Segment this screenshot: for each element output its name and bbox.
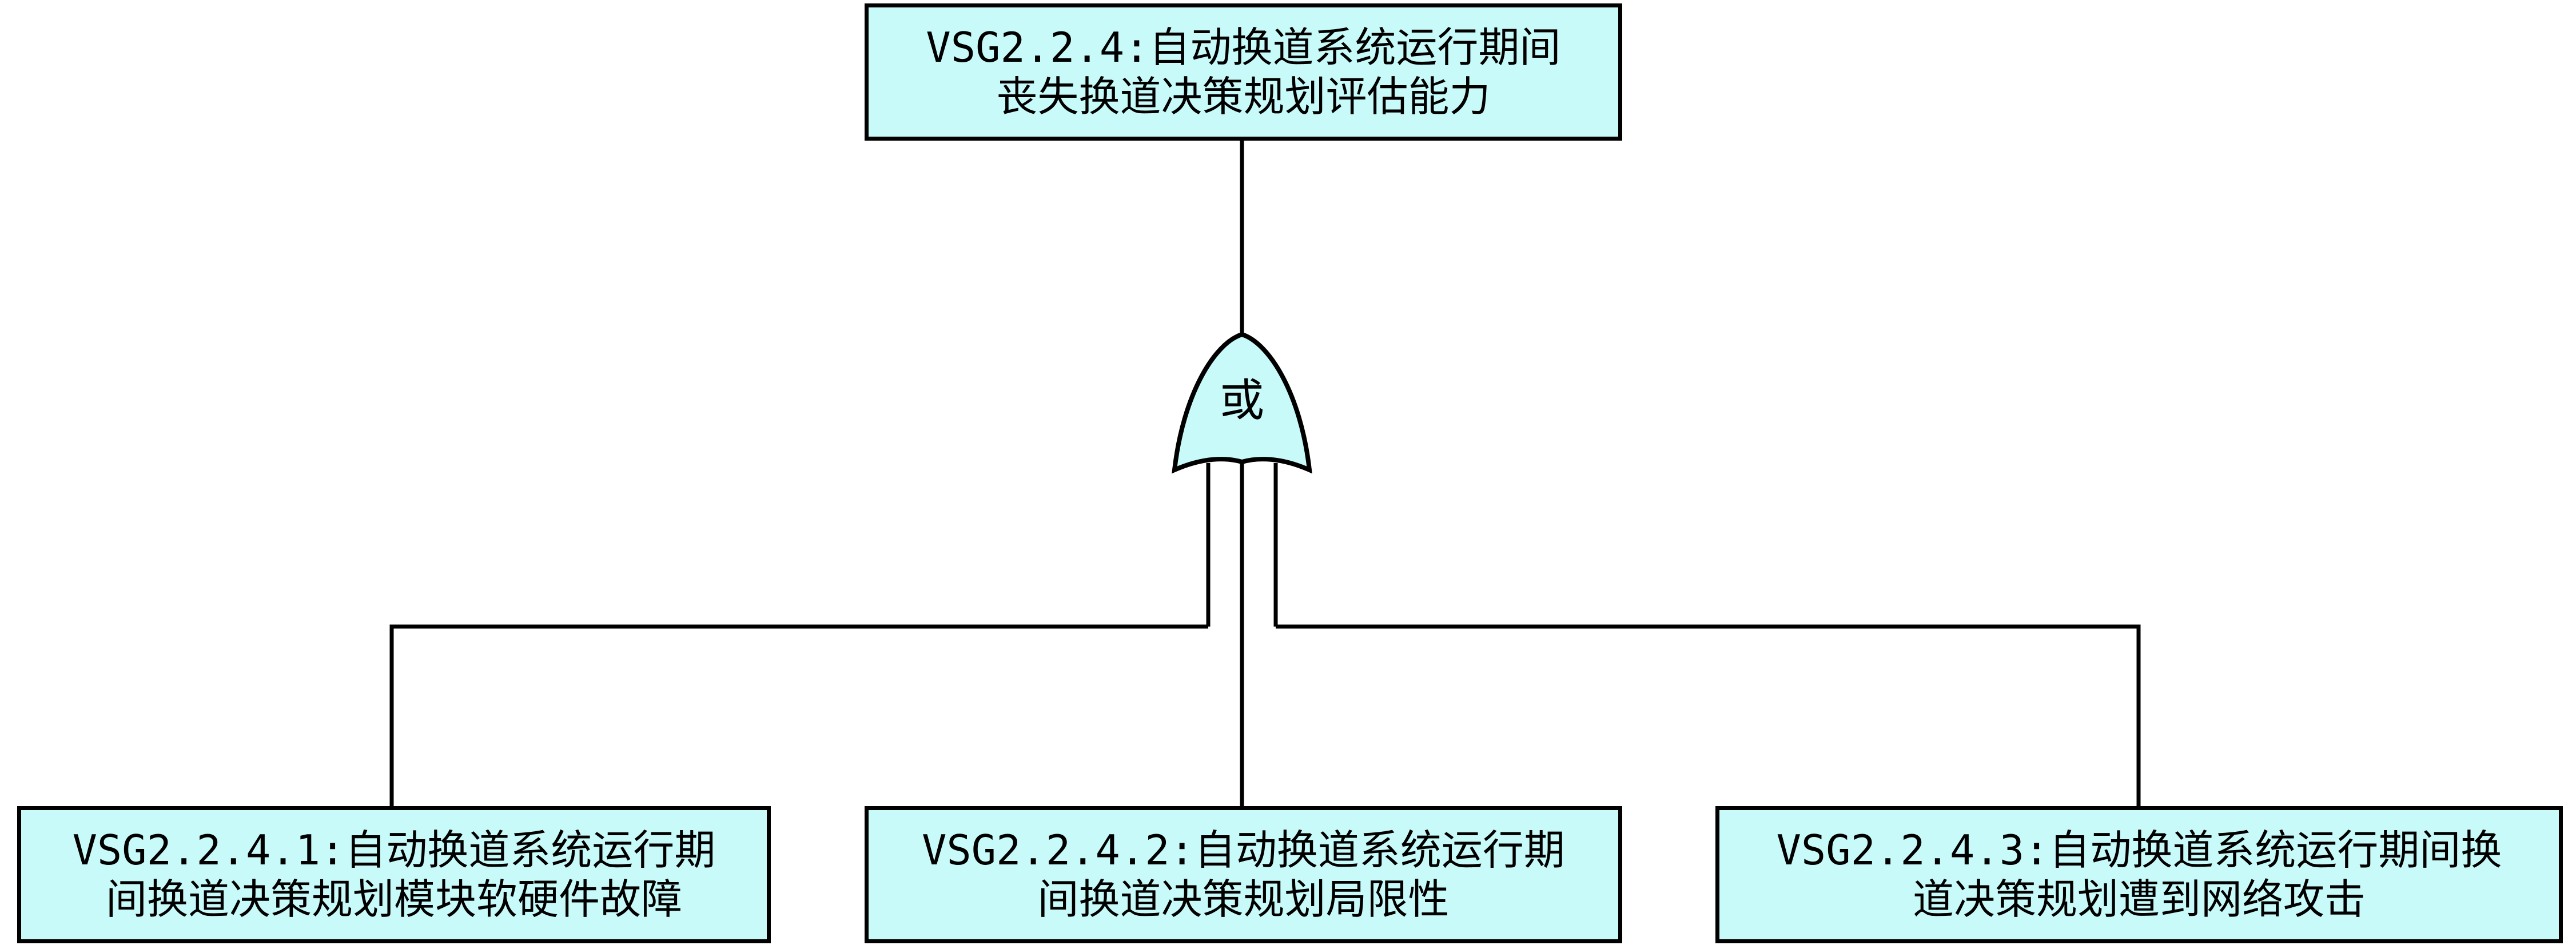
- top-event-line-1: VSG2.2.4:自动换道系统运行期间: [926, 23, 1561, 71]
- top-event-box: VSG2.2.4:自动换道系统运行期间 丧失换道决策规划评估能力: [865, 3, 1622, 141]
- basic-event-1-line-1: VSG2.2.4.1:自动换道系统运行期: [72, 826, 716, 874]
- basic-event-2-line-1: VSG2.2.4.2:自动换道系统运行期: [922, 826, 1565, 874]
- basic-event-box-1: VSG2.2.4.1:自动换道系统运行期 间换道决策规划模块软硬件故障: [17, 806, 771, 943]
- or-gate-label: 或: [1219, 375, 1264, 426]
- basic-event-3-line-1: VSG2.2.4.3:自动换道系统运行期间换: [1776, 826, 2502, 874]
- top-event-line-2: 丧失换道决策规划评估能力: [996, 73, 1491, 121]
- basic-event-3-line-2: 道决策规划遭到网络攻击: [1912, 875, 2366, 923]
- basic-event-box-3: VSG2.2.4.3:自动换道系统运行期间换 道决策规划遭到网络攻击: [1715, 806, 2563, 943]
- basic-event-1-line-2: 间换道决策规划模块软硬件故障: [105, 875, 682, 923]
- connector-gate-to-event-1: [389, 624, 1208, 806]
- basic-event-2-line-2: 间换道决策规划局限性: [1037, 875, 1450, 923]
- connector-gate-to-event-3: [1276, 624, 2141, 806]
- basic-event-box-2: VSG2.2.4.2:自动换道系统运行期 间换道决策规划局限性: [865, 806, 1622, 943]
